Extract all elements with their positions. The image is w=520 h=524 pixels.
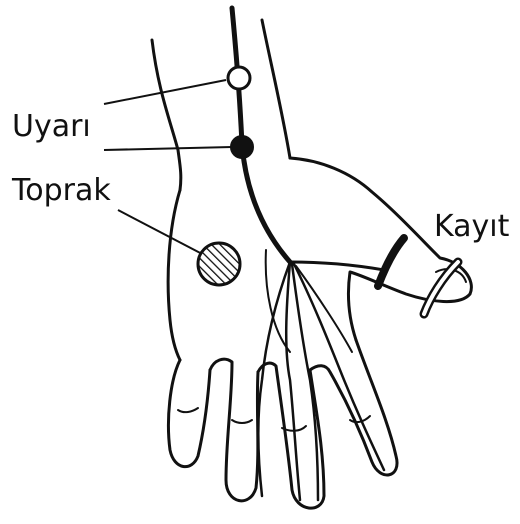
nerve-branch-index-b — [296, 266, 352, 352]
forearm-left-edge — [152, 40, 181, 190]
ground-label: Toprak — [12, 176, 111, 206]
ground-electrode-icon — [198, 243, 240, 285]
stimulus-cathode-icon — [231, 136, 253, 158]
leader-lines — [104, 80, 232, 256]
ring-electrode-proximal — [378, 238, 404, 286]
recording-label: Kayıt — [434, 212, 509, 242]
leader-uyari-cathode — [104, 147, 232, 150]
little-finger-crease — [178, 408, 198, 412]
leader-toprak — [118, 210, 206, 256]
median-nerve — [232, 8, 384, 500]
forearm-right-edge — [262, 20, 290, 158]
nerve-trunk — [232, 8, 290, 262]
stimulus-label: Uyarı — [12, 112, 91, 142]
nerve-branch-ring — [258, 262, 290, 496]
nerve-branch-thumb — [290, 262, 384, 270]
stimulus-anode-icon — [228, 67, 250, 89]
ring-finger-crease — [232, 420, 252, 423]
ring-finger — [210, 359, 258, 501]
little-finger — [168, 360, 210, 467]
palm-left-edge — [168, 190, 180, 360]
